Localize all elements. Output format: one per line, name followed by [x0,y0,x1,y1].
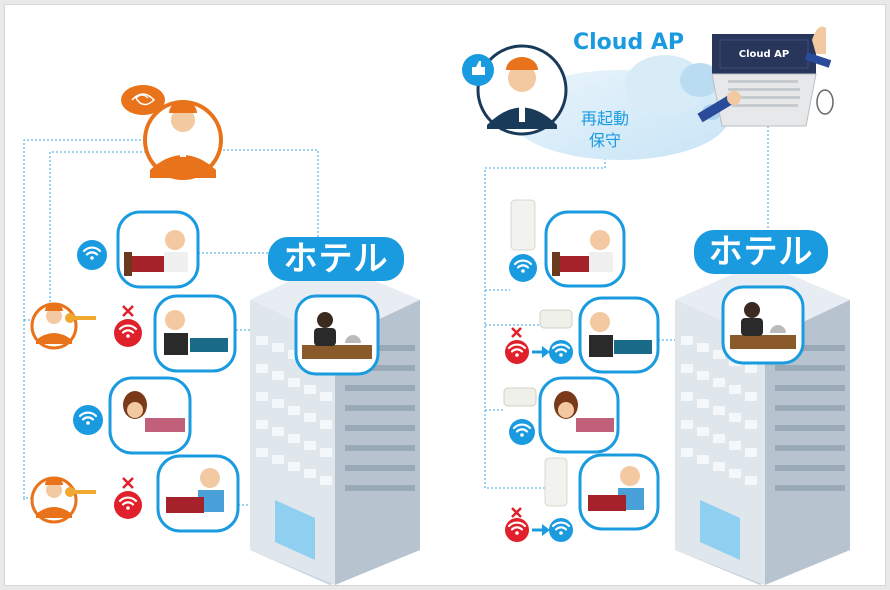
right-wifi-fail-2 [505,327,573,364]
cloud-action-restart: 再起動 [580,109,629,128]
right-room-2 [578,296,660,374]
right-wifi-ok-1 [509,254,537,282]
worker-confused-icon [121,85,223,180]
right-ap-tower-1 [510,199,536,251]
left-room-4 [156,454,240,533]
right-hotel-label: ホテル [694,230,828,274]
left-wifi-fail-2 [114,305,142,347]
left-worker-key-4 [30,476,96,524]
left-reception-circle [294,294,380,376]
cloud-title: Cloud AP [573,30,685,55]
cloud-action-maintenance: 保守 [588,131,621,150]
laptop-screen-text: Cloud AP [738,49,790,60]
right-ap-box-3 [503,387,537,407]
right-room-1 [544,210,626,288]
cloud-engineer-icon [462,44,568,136]
left-wifi-ok-3 [73,405,103,435]
left-room-3 [108,376,192,455]
right-room-4 [578,453,660,531]
left-wifi-ok-1 [77,240,107,270]
right-wifi-fail-4 [505,507,573,542]
left-hotel-label: ホテル [268,237,404,281]
left-room-2 [153,294,237,373]
laptop-icon [697,26,834,127]
left-worker-key-2 [30,302,96,350]
left-room-1 [116,210,200,289]
right-ap-box-2 [539,309,573,329]
left-wifi-fail-4 [114,477,142,519]
right-reception-circle [721,285,805,365]
right-ap-tower-4 [544,457,568,507]
right-room-3 [538,376,620,454]
right-wifi-ok-3 [509,419,535,445]
